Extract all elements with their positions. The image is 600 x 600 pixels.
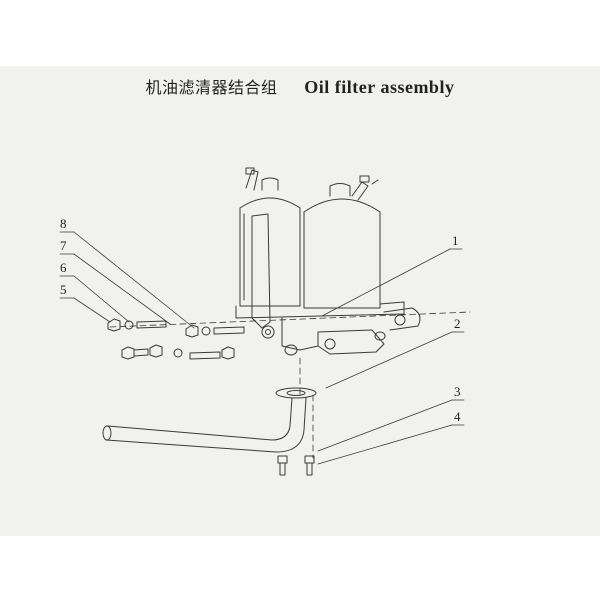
bolt-head-lower: [121, 346, 135, 360]
right-filter-canister: [303, 175, 381, 309]
nut-upper-5: [107, 318, 121, 332]
callout-1: 1: [452, 233, 459, 248]
callout-numbers: 1 2 3 4 5 6 7 8: [60, 216, 461, 424]
assembly-centerlines: [109, 311, 471, 459]
title-chinese: 机油滤清器结合组: [145, 78, 278, 97]
stud-upper-b: [213, 326, 245, 335]
callout-5: 5: [60, 282, 67, 297]
bottom-bolts: [277, 455, 315, 476]
washer-lower: [173, 348, 183, 358]
left-filter-canister: [239, 167, 301, 329]
washer-upper-6: [124, 320, 134, 330]
nut-upper-8: [185, 324, 199, 338]
callout-4: 4: [454, 409, 461, 424]
washer-upper-a: [201, 326, 211, 336]
callout-2: 2: [454, 316, 461, 331]
stud-upper-7: [136, 320, 167, 329]
callout-6: 6: [60, 260, 67, 275]
fastener-set: [107, 318, 245, 360]
callout-3: 3: [454, 384, 461, 399]
gasket: [275, 387, 317, 399]
nut-lower: [149, 344, 163, 358]
callout-8: 8: [60, 216, 67, 231]
nut-lower-b: [221, 346, 235, 360]
oil-pipe: [102, 397, 307, 453]
callout-7: 7: [60, 238, 67, 253]
bolt-long-lower: [189, 351, 221, 360]
leader-lines: [59, 231, 465, 465]
bolt-shank-lower: [133, 348, 149, 357]
page-title: 机油滤清器结合组 Oil filter assembly: [0, 74, 600, 98]
title-english: Oil filter assembly: [304, 77, 455, 97]
filter-base-housing: [235, 301, 421, 356]
bolt-item-3: [277, 455, 288, 464]
